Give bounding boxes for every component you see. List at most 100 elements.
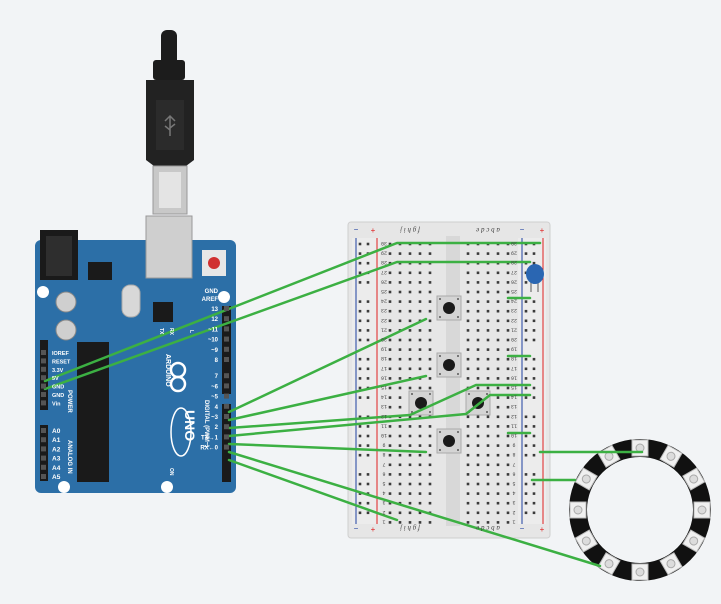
rail-hole[interactable] [524, 444, 528, 447]
rail-hole[interactable] [524, 281, 528, 284]
hole[interactable] [388, 271, 392, 275]
hole[interactable] [428, 281, 432, 284]
ceramic-capacitor[interactable] [526, 264, 544, 292]
hole[interactable] [428, 473, 432, 476]
hole[interactable] [408, 290, 412, 294]
hole[interactable] [496, 377, 500, 380]
hole[interactable] [428, 252, 432, 255]
hole[interactable] [398, 425, 402, 428]
rail-hole[interactable] [524, 453, 528, 457]
hole[interactable] [428, 453, 432, 457]
hole[interactable] [466, 463, 470, 467]
hole[interactable] [476, 281, 480, 284]
hole[interactable] [476, 444, 480, 447]
rail-hole[interactable] [532, 319, 536, 323]
header-pin[interactable] [224, 306, 229, 311]
rail-hole[interactable] [366, 482, 370, 486]
hole[interactable] [486, 521, 490, 524]
hole[interactable] [476, 271, 480, 275]
hole[interactable] [476, 319, 480, 323]
hole[interactable] [466, 319, 470, 323]
hole[interactable] [398, 290, 402, 294]
rail-hole[interactable] [358, 415, 362, 419]
hole[interactable] [506, 329, 510, 332]
rail-hole[interactable] [524, 434, 528, 438]
hole[interactable] [496, 252, 500, 255]
rail-hole[interactable] [358, 300, 362, 303]
hole[interactable] [506, 319, 510, 323]
hole[interactable] [388, 319, 392, 323]
rail-hole[interactable] [532, 329, 536, 332]
hole[interactable] [466, 482, 470, 486]
hole[interactable] [398, 386, 402, 390]
hole[interactable] [408, 319, 412, 323]
hole[interactable] [506, 473, 510, 476]
rail-hole[interactable] [358, 319, 362, 323]
rail-hole[interactable] [532, 501, 536, 505]
rail-hole[interactable] [358, 242, 362, 246]
hole[interactable] [506, 396, 510, 399]
hole[interactable] [486, 252, 490, 255]
hole[interactable] [496, 434, 500, 438]
hole[interactable] [506, 415, 510, 419]
rail-hole[interactable] [524, 425, 528, 428]
hole[interactable] [506, 511, 510, 515]
hole[interactable] [466, 348, 470, 351]
hole[interactable] [428, 290, 432, 294]
hole[interactable] [496, 415, 500, 419]
hole[interactable] [496, 482, 500, 486]
hole[interactable] [476, 309, 480, 313]
hole[interactable] [496, 319, 500, 323]
hole[interactable] [496, 348, 500, 351]
neopixel-led[interactable] [574, 529, 598, 553]
rail-hole[interactable] [532, 511, 536, 515]
hole[interactable] [388, 329, 392, 332]
rail-hole[interactable] [358, 396, 362, 399]
hole[interactable] [486, 377, 490, 380]
hole[interactable] [496, 357, 500, 361]
rail-hole[interactable] [532, 396, 536, 399]
hole[interactable] [428, 463, 432, 467]
hole[interactable] [428, 357, 432, 361]
hole[interactable] [486, 319, 490, 323]
hole[interactable] [388, 252, 392, 255]
hole[interactable] [398, 367, 402, 371]
rail-hole[interactable] [366, 357, 370, 361]
rail-hole[interactable] [358, 501, 362, 505]
hole[interactable] [418, 271, 422, 275]
rail-hole[interactable] [532, 261, 536, 265]
neopixel-led[interactable] [569, 501, 587, 519]
hole[interactable] [466, 444, 470, 447]
wire[interactable] [227, 458, 399, 522]
rail-hole[interactable] [524, 271, 528, 275]
usb-cable[interactable] [146, 30, 194, 215]
hole[interactable] [496, 511, 500, 515]
pushbutton[interactable] [436, 428, 462, 454]
rail-hole[interactable] [358, 482, 362, 486]
hole[interactable] [388, 511, 392, 515]
rail-hole[interactable] [532, 357, 536, 361]
hole[interactable] [466, 377, 470, 380]
rail-hole[interactable] [524, 338, 528, 342]
hole[interactable] [506, 453, 510, 457]
hole[interactable] [486, 386, 490, 390]
hole[interactable] [506, 338, 510, 342]
hole[interactable] [428, 319, 432, 323]
header-pin[interactable] [41, 446, 46, 452]
hole[interactable] [418, 521, 422, 524]
hole[interactable] [506, 377, 510, 380]
rail-hole[interactable] [358, 473, 362, 476]
wire[interactable] [227, 374, 428, 422]
hole[interactable] [408, 415, 412, 419]
header-pin[interactable] [224, 357, 229, 362]
hole[interactable] [486, 482, 490, 486]
hole[interactable] [486, 434, 490, 438]
hole[interactable] [466, 309, 470, 313]
hole[interactable] [418, 492, 422, 495]
hole[interactable] [466, 271, 470, 275]
hole[interactable] [398, 521, 402, 524]
hole[interactable] [506, 367, 510, 371]
hole[interactable] [428, 271, 432, 275]
hole[interactable] [466, 521, 470, 524]
hole[interactable] [496, 367, 500, 371]
